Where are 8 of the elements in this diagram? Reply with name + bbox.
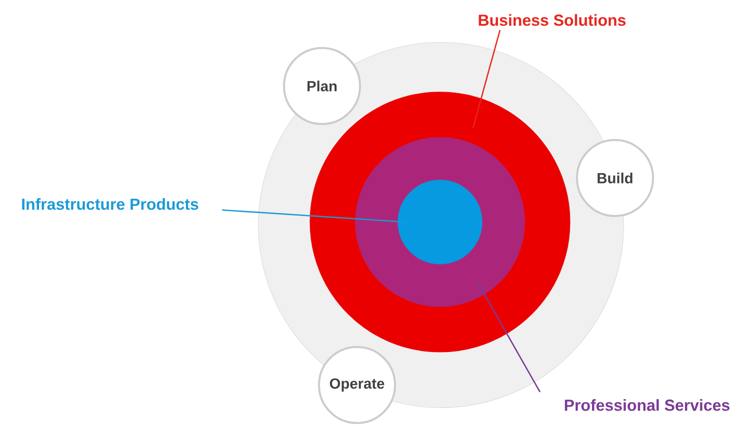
- node-label: Operate: [330, 378, 384, 392]
- callout-label: Professional Services: [564, 399, 730, 411]
- leader-line: [222, 209, 406, 223]
- disk: [398, 180, 482, 264]
- callout-label: Infrastructure Products: [22, 198, 198, 210]
- leader-line: [472, 30, 501, 128]
- leader-line: [477, 282, 541, 392]
- callout-label: Business Solutions: [478, 14, 626, 26]
